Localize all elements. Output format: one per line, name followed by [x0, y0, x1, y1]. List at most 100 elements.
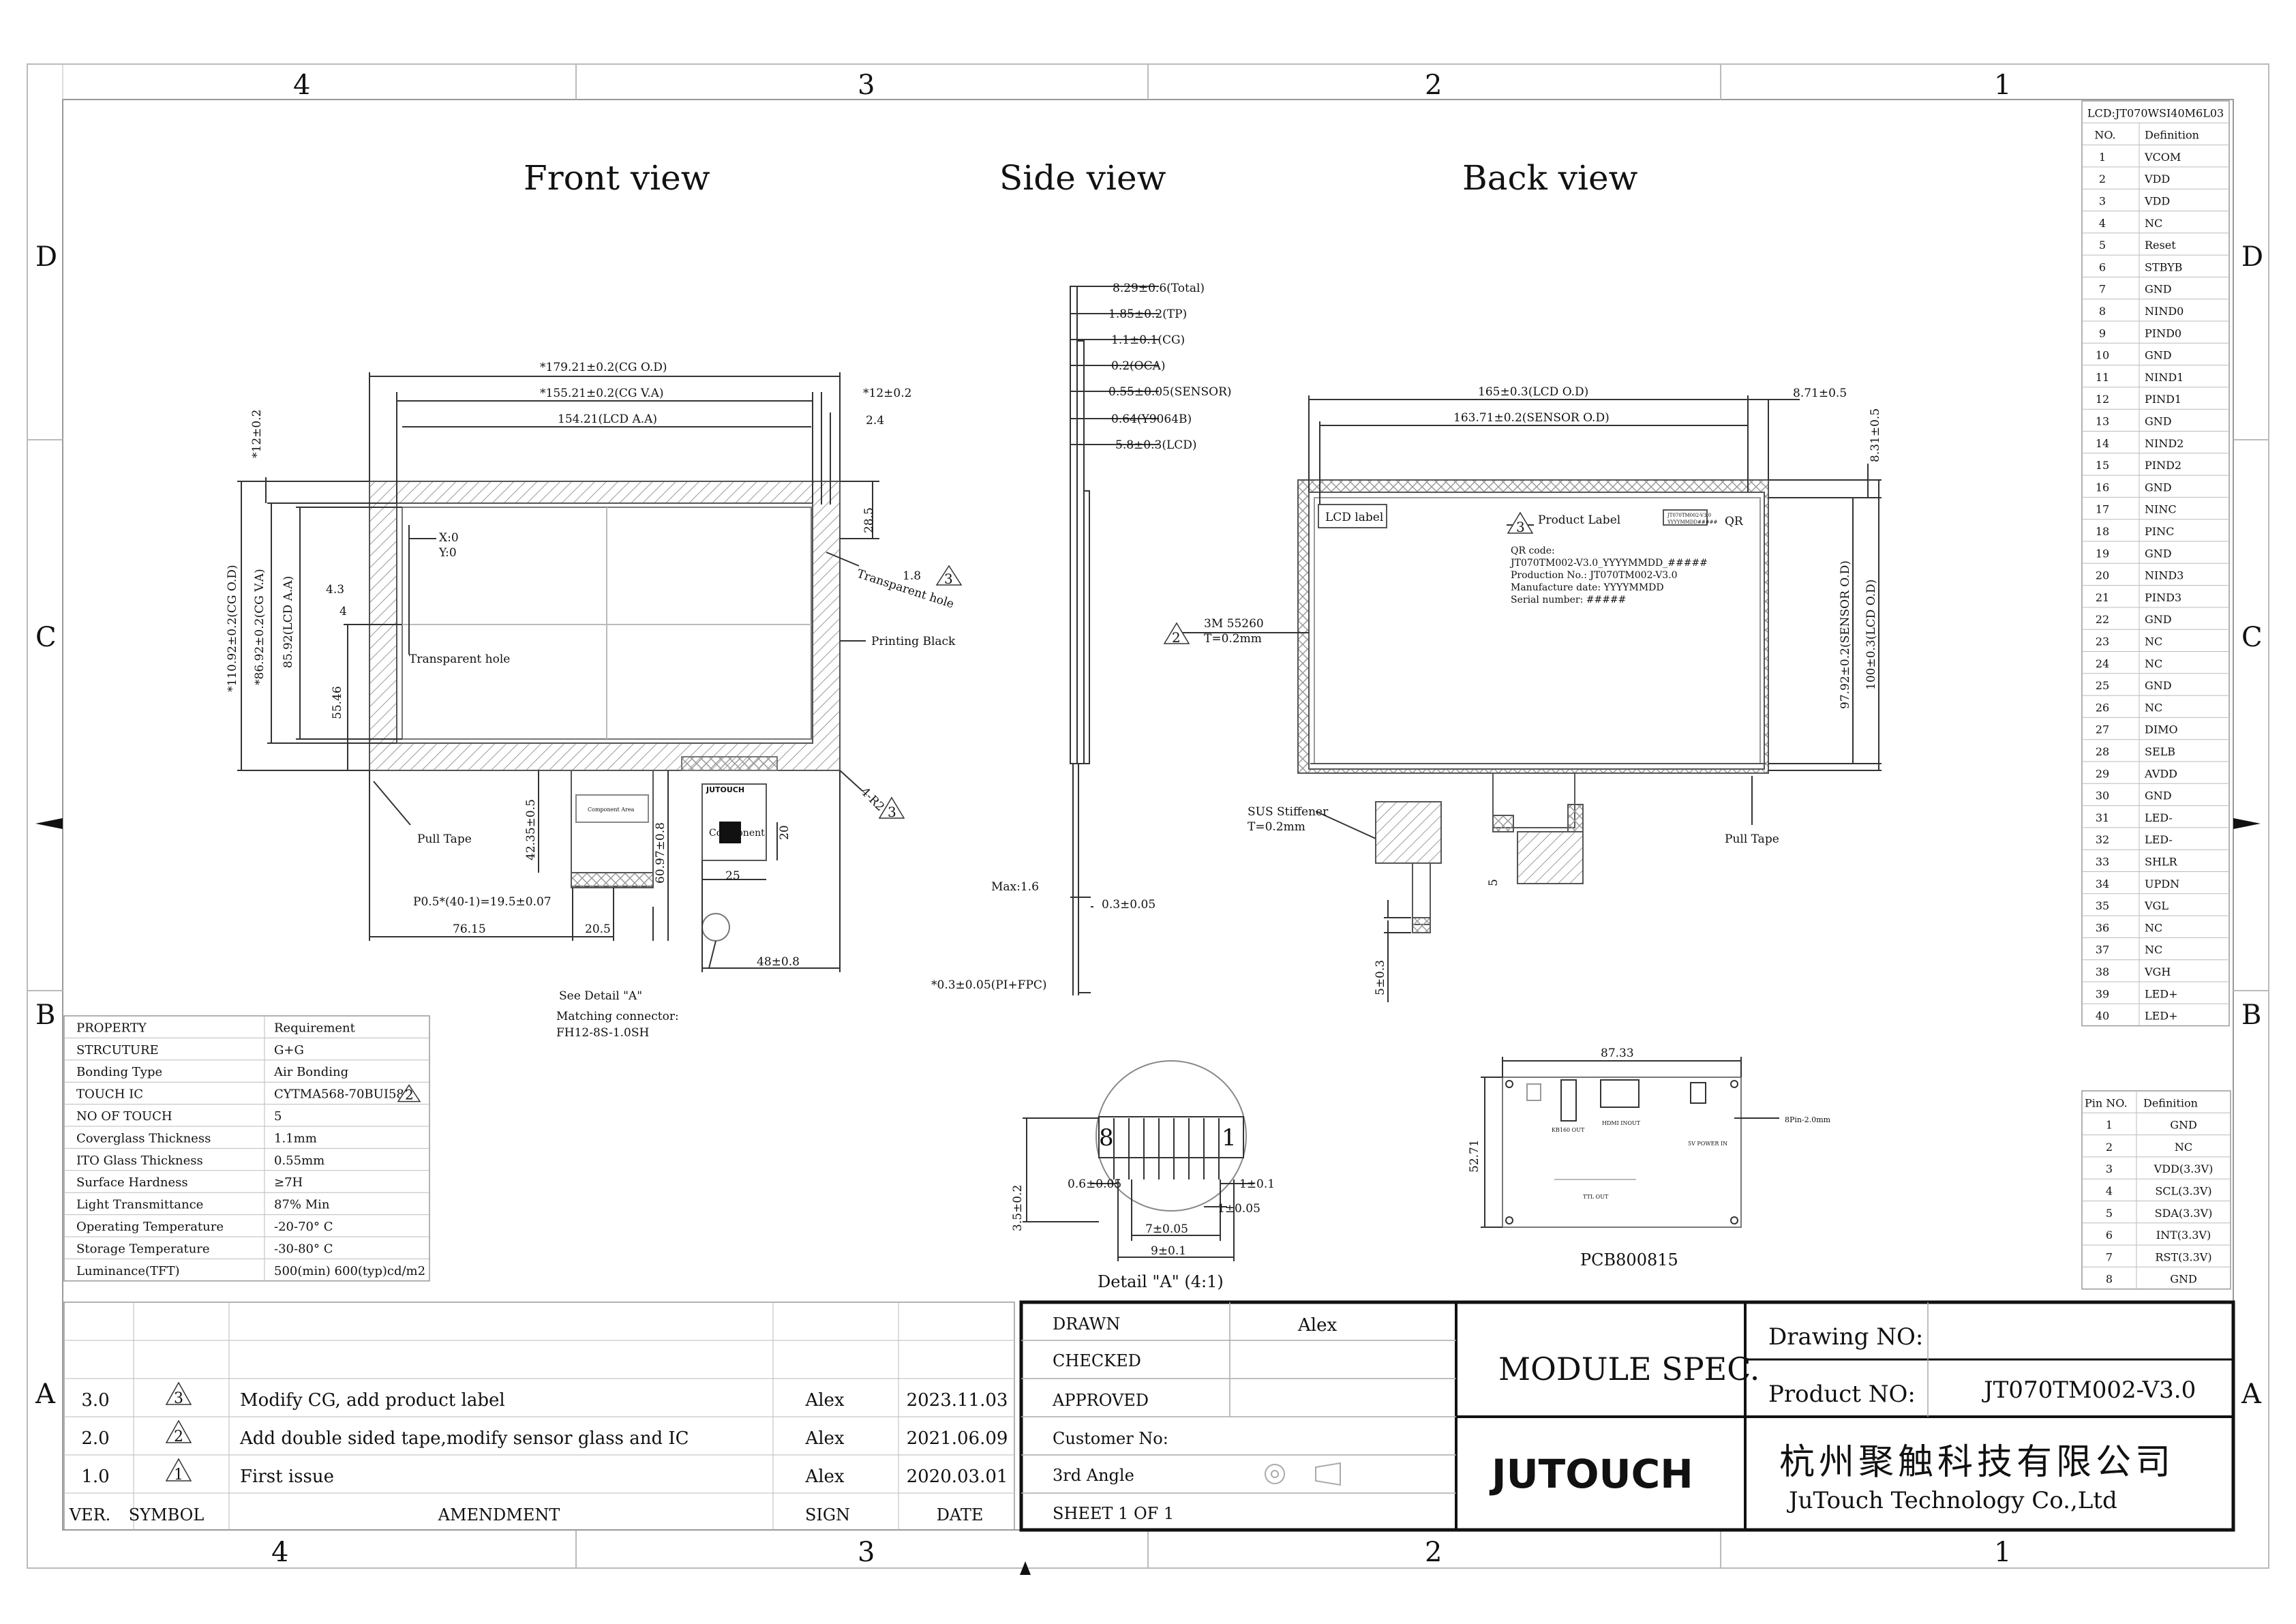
dim-cg-od: *179.21±0.2(CG O.D) [540, 361, 667, 374]
transparent-hole-label: Transparent hole [409, 652, 510, 666]
lcd-pin-def: GND [2145, 790, 2172, 802]
lcd-pin-no: 5 [2099, 239, 2106, 252]
dim-25: 25 [725, 869, 740, 883]
lcd-pin-no: 15 [2096, 459, 2109, 472]
sheet-label: SHEET 1 OF 1 [1053, 1504, 1174, 1523]
production-no: Production No.: JT070TM002-V3.0 [1511, 570, 1678, 581]
angle-label: 3rd Angle [1053, 1466, 1134, 1485]
rev-amendment: First issue [240, 1467, 334, 1487]
lcd-table-header-def: Definition [2145, 129, 2199, 142]
back-lcd-od-v: 100±0.3(LCD O.D) [1864, 580, 1878, 690]
dim-lcd-aa-v: 85.92(LCD A.A) [282, 576, 295, 668]
tape-thickness: T=0.2mm [1204, 632, 1262, 646]
approved-label: APPROVED [1052, 1391, 1149, 1410]
lcd-pin-def: NIND2 [2145, 437, 2184, 450]
lcd-pin-no: 10 [2096, 349, 2109, 362]
detail-dim-3-5: 3.5±0.2 [1011, 1185, 1025, 1231]
dim-20-5: 20.5 [585, 922, 611, 936]
pcb-ttl: TTL OUT [1583, 1194, 1609, 1200]
lcd-pin-def: VCOM [2144, 151, 2181, 164]
pull-tape-front: Pull Tape [417, 832, 472, 846]
pcb-hdmi: HDMI INOUT [1602, 1120, 1641, 1126]
pcb-name: PCB800815 [1580, 1250, 1678, 1269]
back-dim-8-71: 8.71±0.5 [1793, 387, 1847, 400]
lcd-pin-def: STBYB [2145, 260, 2182, 273]
side-view-title: Side view [999, 158, 1166, 198]
tape-label: 3M 55260 [1204, 617, 1264, 631]
back-sensor-od: 163.71±0.2(SENSOR O.D) [1453, 411, 1610, 425]
zone-markers-bottom: 4 3 2 1 [271, 1537, 2011, 1568]
lcd-pin-def: NC [2145, 921, 2162, 934]
prop-name: Light Transmittance [76, 1198, 203, 1212]
zone-top-1: 1 [1994, 70, 2011, 101]
prop-value: CYTMA568-70BUI58 [274, 1087, 404, 1102]
qr-code-value: JT070TM002-V3.0_YYYYMMDD_##### [1509, 558, 1708, 569]
lcd-pin-def: LED+ [2145, 987, 2178, 1000]
rev-version: 1.0 [81, 1467, 109, 1487]
label-line-2: YYYYMMDD##### [1667, 520, 1718, 525]
zone-markers-left: D C B A [35, 241, 57, 1410]
prop-header-requirement: Requirement [274, 1021, 356, 1035]
lcd-pin-def: GND [2145, 349, 2172, 362]
conn-pin-def: SCL(3.3V) [2155, 1185, 2211, 1198]
prop-name: Storage Temperature [76, 1242, 210, 1256]
rev-header-ver: VER. [69, 1505, 111, 1524]
dim-lcd-aa: 154.21(LCD A.A) [558, 412, 657, 426]
rev-amendment: Modify CG, add product label [240, 1390, 505, 1411]
zone-markers-top: 4 3 2 1 [293, 70, 2011, 101]
rev-symbol: 2 [174, 1428, 183, 1445]
side-pi-fpc: *0.3±0.05(PI+FPC) [931, 978, 1047, 992]
rev3-marker-back: 3 [1516, 519, 1525, 535]
rev-amendment: Add double sided tape,modify sensor glas… [239, 1428, 689, 1449]
lcd-pin-no: 36 [2096, 921, 2109, 934]
lcd-pin-def: VGL [2144, 899, 2169, 912]
zone-left-D: D [35, 241, 57, 273]
zone-markers-right: D C B A [2241, 241, 2263, 1410]
back-dim-5-0-3: 5±0.3 [1374, 960, 1387, 995]
module-spec: MODULE SPEC. [1498, 1351, 1759, 1387]
conn-pin-no: 1 [2106, 1119, 2113, 1132]
lcd-pin-def: NC [2145, 944, 2162, 957]
prop-value: 5 [274, 1109, 282, 1124]
side-dim-5: 0.55±0.05(SENSOR) [1108, 385, 1232, 399]
rev2-marker-back: 2 [1172, 629, 1181, 646]
side-dim-3: 1.1±0.1(CG) [1111, 333, 1185, 347]
lcd-pin-no: 39 [2096, 987, 2109, 1000]
company-name-en: JuTouch Technology Co.,Ltd [1787, 1487, 2117, 1514]
component-area: Component Area [588, 807, 635, 813]
side-dim-6: 0.64(Y9064B) [1111, 412, 1192, 426]
back-lcd-od: 165±0.3(LCD O.D) [1478, 385, 1588, 399]
conn-pin-def: SDA(3.3V) [2155, 1207, 2213, 1220]
serial-number: Serial number: ##### [1511, 595, 1626, 605]
dim-right-margin: *12±0.2 [863, 387, 911, 400]
prop-header-property: PROPERTY [76, 1021, 147, 1035]
conn-table-header-def: Definition [2143, 1096, 2198, 1109]
lcd-table-header-no: NO. [2094, 129, 2115, 142]
lcd-pin-no: 40 [2096, 1010, 2109, 1023]
zone-left-C: C [35, 622, 57, 653]
prop-value: 1.1mm [274, 1131, 317, 1145]
rev-version: 3.0 [81, 1390, 109, 1411]
manufacture-date: Manufacture date: YYYYMMDD [1511, 582, 1664, 593]
rev-date: 2021.06.09 [907, 1428, 1008, 1449]
prop-name: ITO Glass Thickness [76, 1154, 203, 1168]
dim-cg-va: *155.21±0.2(CG V.A) [540, 387, 664, 400]
title-block [1019, 1300, 2235, 1532]
lcd-pin-no: 22 [2096, 613, 2109, 626]
rev-date: 2020.03.01 [907, 1467, 1008, 1487]
lcd-pin-no: 4 [2099, 217, 2106, 230]
lcd-pin-no: 32 [2096, 833, 2109, 846]
lcd-pin-no: 23 [2096, 635, 2109, 648]
lcd-pin-def: VDD [2144, 195, 2170, 208]
prop-name: Luminance(TFT) [76, 1264, 180, 1278]
conn-pin-no: 7 [2106, 1250, 2113, 1263]
conn-pin-def: NC [2175, 1141, 2192, 1154]
back-view [1182, 395, 1882, 1002]
lcd-pin-def: PIND0 [2145, 327, 2181, 340]
rev-header-date: DATE [937, 1505, 984, 1524]
zone-top-3: 3 [858, 70, 875, 101]
